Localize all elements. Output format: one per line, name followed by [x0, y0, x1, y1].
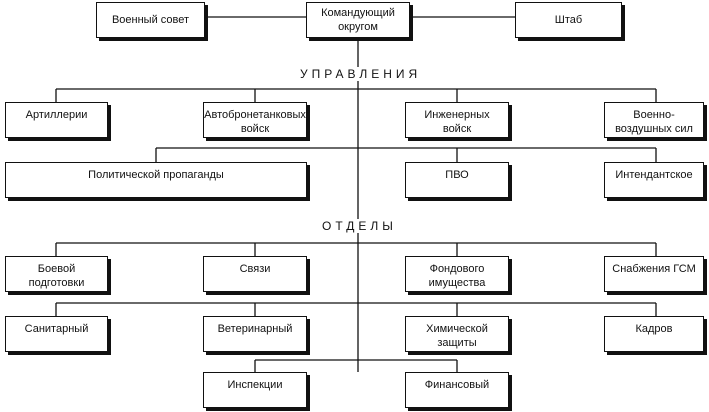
node-armored-troops: Автобронетанковых войск	[203, 102, 307, 138]
node-air-defense: ПВО	[405, 162, 509, 198]
node-label: Финансовый	[424, 379, 490, 391]
node-label: Политической пропаганды	[88, 169, 224, 181]
node-quartermaster: Интендантское	[604, 162, 704, 198]
node-engineer-troops: Инженерных войск	[405, 102, 509, 138]
node-chemical-defense: Химической защиты	[405, 316, 509, 352]
node-label: Военно-воздушных сил	[615, 109, 693, 135]
node-veterinary: Ветеринарный	[203, 316, 307, 352]
node-label: Штаб	[554, 14, 583, 26]
node-fuel-supply: Снабжения ГСМ	[604, 256, 704, 292]
node-label: Кадров	[635, 323, 673, 335]
section-title-directorates: УПРАВЛЕНИЯ	[296, 67, 426, 81]
node-label: Инженерных войск	[424, 109, 490, 135]
node-medical: Санитарный	[5, 316, 108, 352]
node-combat-training: Боевой подготовки	[5, 256, 108, 292]
node-district-commander: Командующий округом	[306, 2, 410, 38]
node-political-propaganda: Политической пропаганды	[5, 162, 307, 198]
node-label: Автобронетанковых войск	[204, 109, 306, 135]
node-artillery: Артиллерии	[5, 102, 108, 138]
node-label: Санитарный	[24, 323, 89, 335]
node-label: Химической защиты	[426, 323, 488, 349]
node-label: Артиллерии	[25, 109, 88, 121]
node-label: Инспекции	[227, 379, 283, 391]
node-label: Военный совет	[111, 14, 190, 26]
node-staff: Штаб	[515, 2, 622, 38]
node-personnel: Кадров	[604, 316, 704, 352]
node-label: ПВО	[445, 169, 469, 181]
node-fund-property: Фондового имущества	[405, 256, 509, 292]
node-label: Ветеринарный	[217, 323, 293, 335]
node-signals: Связи	[203, 256, 307, 292]
node-label: Снабжения ГСМ	[612, 263, 696, 275]
node-air-force: Военно-воздушных сил	[604, 102, 704, 138]
section-title-departments: ОТДЕЛЫ	[318, 219, 401, 233]
node-label: Боевой подготовки	[28, 263, 85, 289]
node-finance: Финансовый	[405, 372, 509, 408]
node-military-council: Военный совет	[96, 2, 205, 38]
node-label: Интендантское	[615, 169, 693, 181]
node-label: Связи	[239, 263, 271, 275]
node-label: Командующий округом	[321, 7, 395, 33]
node-label: Фондового имущества	[428, 263, 486, 289]
node-inspection: Инспекции	[203, 372, 307, 408]
